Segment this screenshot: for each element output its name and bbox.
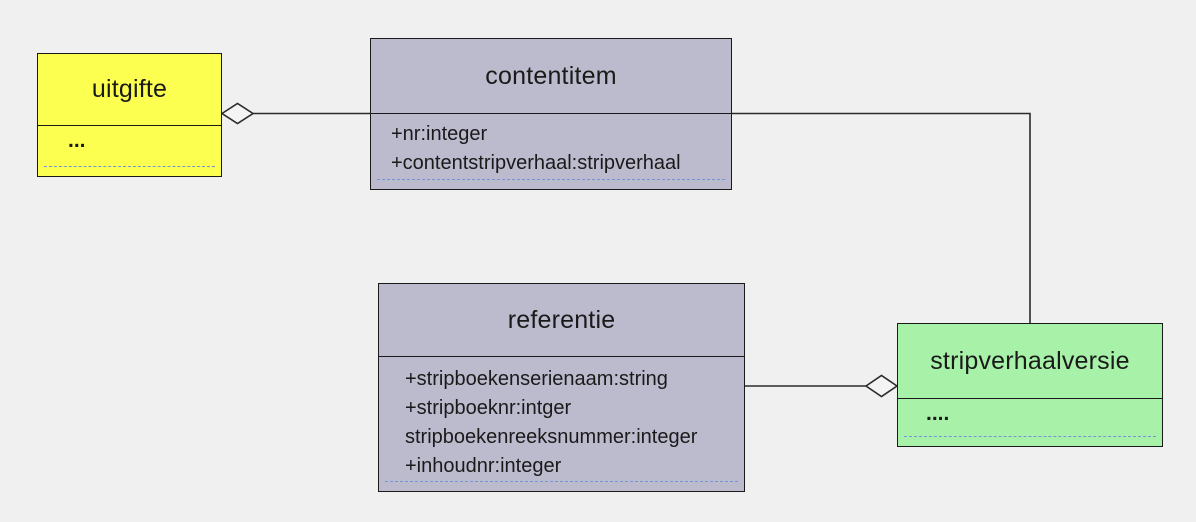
class-contentitem: contentitem +nr:integer +contentstripver… [370, 38, 732, 190]
dashed-separator [377, 179, 725, 180]
class-body-stripverhaalversie: .... [898, 399, 1162, 446]
class-attribute: stripboekenreeksnummer:integer [405, 426, 698, 448]
class-uitgifte: uitgifte ... [37, 53, 222, 177]
class-attribute: +nr:integer [391, 123, 488, 145]
class-attribute: +inhoudnr:integer [405, 455, 562, 477]
class-body-uitgifte: ... [38, 126, 221, 176]
dashed-separator [385, 481, 738, 482]
connector-contentitem-stripverhaalversie [732, 112, 1031, 323]
dashed-separator [904, 436, 1156, 437]
aggregation-diamond-icon [864, 374, 899, 398]
dashed-separator [44, 166, 215, 167]
class-title-referentie: referentie [379, 284, 744, 357]
class-attribute: .... [926, 402, 950, 425]
connector-uitgifte-contentitem [220, 102, 371, 125]
connector-referentie-stripverhaalversie [744, 374, 899, 398]
class-attribute: +contentstripverhaal:stripverhaal [391, 152, 681, 174]
class-title-stripverhaalversie: stripverhaalversie [898, 324, 1162, 399]
class-attribute: ... [68, 129, 86, 152]
class-title-contentitem: contentitem [371, 39, 731, 114]
class-stripverhaalversie: stripverhaalversie .... [897, 323, 1163, 447]
class-attribute: +stripboekenserienaam:string [405, 368, 668, 390]
class-attribute: +stripboeknr:intger [405, 397, 572, 419]
class-referentie: referentie +stripboekenserienaam:string … [378, 283, 745, 492]
class-body-referentie: +stripboekenserienaam:string +stripboekn… [379, 357, 744, 491]
class-title-uitgifte: uitgifte [38, 54, 221, 126]
class-body-contentitem: +nr:integer +contentstripverhaal:stripve… [371, 114, 731, 189]
aggregation-diamond-icon [220, 102, 255, 125]
